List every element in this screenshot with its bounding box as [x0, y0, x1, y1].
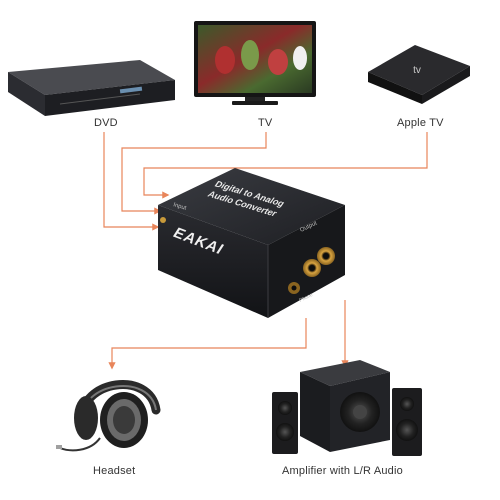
amplifier-label: Amplifier with L/R Audio — [282, 465, 403, 477]
dvd-label: DVD — [94, 117, 118, 129]
connection-arrows — [103, 132, 428, 370]
converter-phone-label: Phone — [298, 292, 314, 304]
dvd-player-icon — [8, 60, 175, 116]
apple-tv-logo-text: tv — [413, 65, 421, 76]
apple-tv-label: Apple TV — [397, 117, 444, 129]
rca-jack-right — [303, 259, 321, 277]
headset-icon — [56, 380, 161, 452]
arrow-tv-to-converter — [121, 132, 267, 215]
arrow-converter-to-headset — [108, 318, 307, 370]
tv-label: TV — [258, 117, 273, 129]
converter-box: Digital to Analog Audio Converter Input … — [158, 168, 345, 318]
rca-jack-left — [317, 247, 335, 265]
arrow-dvd-to-converter — [103, 132, 160, 231]
headphone-jack — [288, 282, 300, 294]
input-port-icon — [160, 217, 166, 223]
arrow-appletv-to-converter — [143, 132, 428, 199]
amplifier-speakers-icon — [272, 360, 422, 456]
tv-icon — [194, 21, 316, 105]
converter-input-label: Input — [172, 202, 187, 212]
headset-label: Headset — [93, 465, 136, 477]
apple-tv-icon: tv — [368, 45, 470, 104]
